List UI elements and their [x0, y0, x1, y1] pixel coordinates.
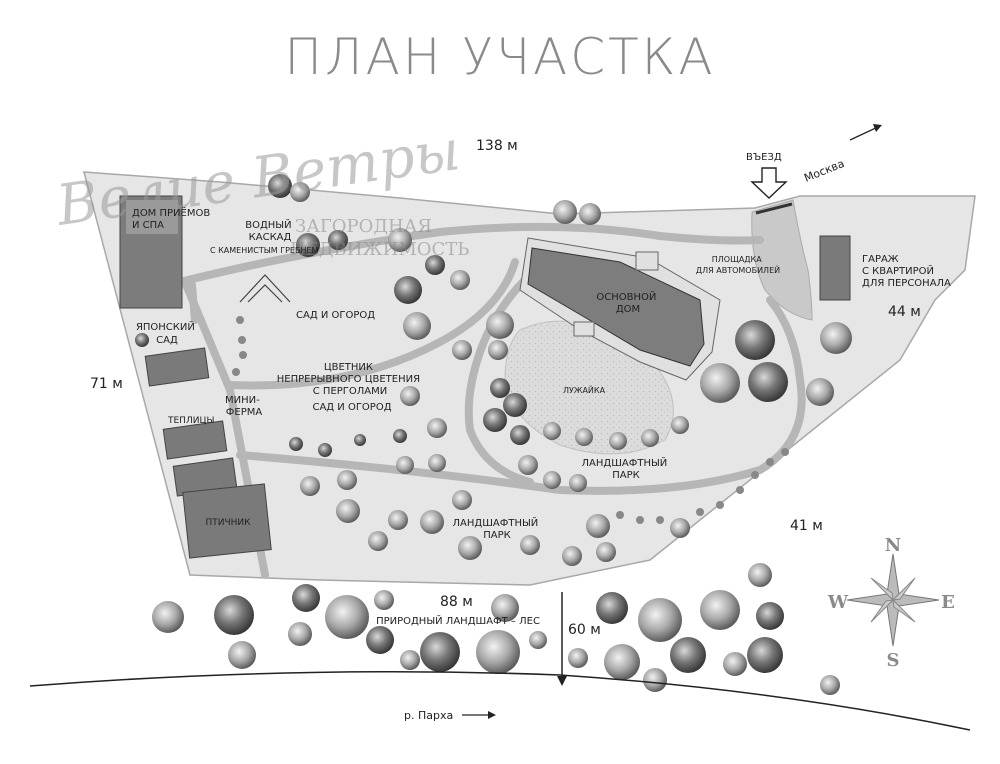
- mini-farm-label: МИНИ- ФЕРМА: [225, 395, 263, 418]
- greenhouse-2: [162, 420, 228, 460]
- moscow-direction-arrow-icon: [849, 124, 882, 141]
- entrance-arrow-icon: [750, 167, 788, 199]
- garage-building: [819, 235, 851, 301]
- main-house-label: ОСНОВНОЙ ДОМ: [596, 290, 659, 315]
- parking-label: ПЛОЩАДКА ДЛЯ АВТОМОБИЛЕЙ: [696, 255, 780, 275]
- river-flow-arrow-icon: [462, 711, 496, 719]
- garden-mid-label: САД И ОГОРОД: [312, 402, 391, 413]
- parking-area: [751, 199, 813, 321]
- water-cascade-label: ВОДНЫЙ КАСКАД: [245, 218, 295, 243]
- guest-house-roof: [126, 200, 178, 234]
- dim-right: 44 м: [888, 304, 921, 320]
- moscow-label: Москва: [802, 157, 846, 185]
- entrance-label: ВЪЕЗД: [746, 152, 782, 163]
- poultry-label: ПТИЧНИК: [205, 518, 251, 528]
- poultry-building: [182, 483, 272, 559]
- dim-top: 138 м: [476, 138, 518, 154]
- forest-label: ПРИРОДНЫЙ ЛАНДШАФТ – ЛЕС: [376, 614, 540, 627]
- landscape-park-1-label: ЛАНДШАФТНЫЙ ПАРК: [582, 456, 671, 481]
- dim-lower-right: 41 м: [790, 518, 823, 534]
- river-label: р. Парха: [404, 709, 453, 722]
- page-title: ПЛАН УЧАСТКА: [284, 28, 716, 86]
- greenhouses-label: ТЕПЛИЦЫ: [167, 416, 214, 426]
- dim-bottom: 88 м: [440, 594, 473, 610]
- dim-south: 60 м: [568, 622, 601, 638]
- shrub-row: [232, 316, 789, 524]
- compass-w: W: [827, 592, 849, 613]
- watermark-line2: НЕДВИЖИМОСТЬ: [290, 239, 469, 260]
- lawn-label: ЛУЖАЙКА: [563, 384, 606, 395]
- stone-comb-label: С КАМЕНИСТЫМ ГРЕБНЕМ: [210, 246, 319, 255]
- guest-house-label: ДОМ ПРИЁМОВ И СПА: [132, 206, 213, 231]
- compass-s: S: [887, 650, 900, 671]
- landscape-park-2-label: ЛАНДШАФТНЫЙ ПАРК: [453, 516, 542, 541]
- japanese-garden-label: ЯПОНСКИЙ САД: [136, 320, 198, 346]
- watermark-line1: ЗАГОРОДНАЯ: [295, 216, 432, 237]
- greenhouse-1: [144, 347, 210, 387]
- compass-e: E: [941, 592, 955, 613]
- main-house: [519, 237, 721, 381]
- river-bank: [29, 671, 971, 731]
- gate: [755, 202, 793, 215]
- dim-left: 71 м: [90, 376, 123, 392]
- garden-top-label: САД И ОГОРОД: [296, 310, 375, 321]
- flower-garden-label: ЦВЕТНИК НЕПРЕРЫВНОГО ЦВЕТЕНИЯ С ПЕРГОЛАМ…: [277, 362, 423, 397]
- garage-label: ГАРАЖ С КВАРТИРОЙ ДЛЯ ПЕРСОНАЛА: [862, 254, 951, 289]
- compass-n: N: [885, 535, 901, 556]
- pergola-structure: [239, 274, 291, 303]
- trees: [135, 174, 852, 695]
- compass-rose-icon: [846, 553, 940, 647]
